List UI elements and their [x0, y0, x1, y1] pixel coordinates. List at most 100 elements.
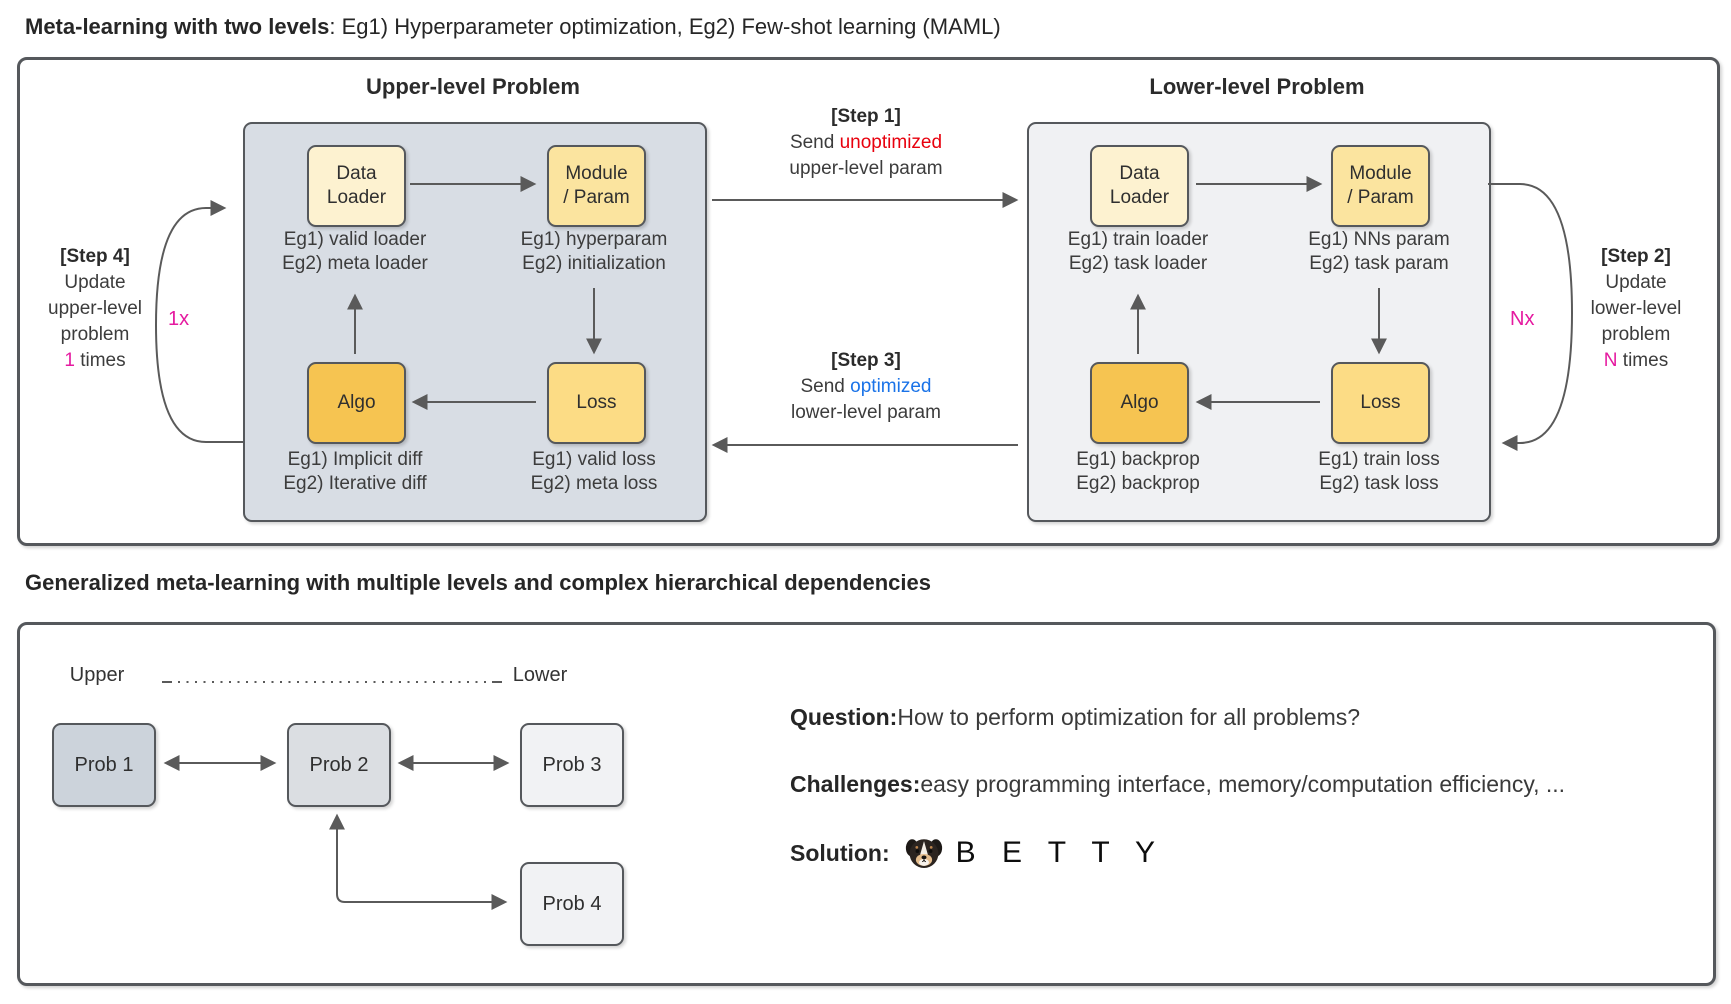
node-label-line2: Loader	[1109, 187, 1170, 208]
prob2-node: Prob 2	[287, 723, 391, 807]
page-title-rest: : Eg1) Hyperparameter optimization, Eg2)…	[329, 14, 1001, 39]
lower-module-eg: Eg1) NNs param Eg2) task param	[1269, 228, 1489, 276]
node-label: Loss	[1360, 392, 1401, 414]
eg2-line: Eg2) meta loader	[282, 253, 428, 274]
node-label: Loss	[576, 392, 617, 414]
step4-line1: Update	[64, 272, 126, 293]
step3-line1: Send optimized	[746, 374, 986, 400]
eg1-line: Eg1) hyperparam	[520, 229, 668, 250]
step3-title: [Step 3]	[831, 350, 901, 371]
challenges-row: Challenges: easy programming interface, …	[790, 771, 1565, 798]
upper-loop-count-label: 1x	[168, 308, 190, 330]
challenges-text: easy programming interface, memory/compu…	[920, 771, 1566, 797]
question-text: How to perform optimization for all prob…	[897, 704, 1361, 730]
step4-highlight: 1	[64, 350, 75, 371]
lower-side-label: Lower	[512, 664, 568, 686]
lower-data-loader-node: Data Loader	[1090, 145, 1189, 227]
prob-label: Prob 4	[542, 892, 602, 915]
lower-algo-node: Algo	[1090, 362, 1189, 444]
node-label-line1: Module	[565, 163, 628, 185]
betty-dog-icon	[904, 833, 944, 873]
lower-loop-count-label: Nx	[1510, 308, 1535, 330]
eg2-line: Eg2) meta loss	[530, 473, 658, 494]
prob-label: Prob 3	[542, 753, 602, 776]
prob1-node: Prob 1	[52, 723, 156, 807]
eg1-line: Eg1) train loss	[1318, 449, 1440, 470]
step2-title: [Step 2]	[1601, 246, 1671, 267]
node-label-line1: Data	[1119, 163, 1160, 185]
generalized-panel	[17, 622, 1716, 986]
lower-loss-node: Loss	[1331, 362, 1430, 444]
step1-line1-pre: Send	[789, 132, 840, 153]
step3-line2: lower-level param	[791, 402, 941, 423]
node-label: Module / Param	[1347, 162, 1414, 210]
question-label: Question:	[790, 704, 898, 730]
upper-data-loader-node: Data Loader	[307, 145, 406, 227]
lower-loss-eg: Eg1) train loss Eg2) task loss	[1269, 448, 1489, 496]
eg2-line: Eg2) task param	[1309, 253, 1449, 274]
upper-loss-node: Loss	[547, 362, 646, 444]
step3-block: [Step 3] Send optimized lower-level para…	[746, 348, 986, 426]
node-label-line1: Module	[1349, 163, 1412, 185]
betty-logotype: B E T T Y	[955, 836, 1164, 869]
upper-algo-node: Algo	[307, 362, 406, 444]
eg1-line: Eg1) NNs param	[1308, 229, 1450, 250]
upper-module-eg: Eg1) hyperparam Eg2) initialization	[484, 228, 704, 276]
eg1-line: Eg1) valid loader	[283, 229, 427, 250]
prob-label: Prob 2	[309, 753, 369, 776]
question-row: Question: How to perform optimization fo…	[790, 704, 1360, 731]
upper-data-loader-eg: Eg1) valid loader Eg2) meta loader	[245, 228, 465, 276]
lower-data-loader-eg: Eg1) train loader Eg2) task loader	[1028, 228, 1248, 276]
solution-label: Solution:	[790, 839, 890, 866]
step2-highlight: N	[1603, 350, 1618, 371]
step1-line1: Send unoptimized	[746, 130, 986, 156]
upper-algo-eg: Eg1) Implicit diff Eg2) Iterative diff	[245, 448, 465, 496]
lower-module-param-node: Module / Param	[1331, 145, 1430, 227]
eg1-line: Eg1) Implicit diff	[287, 449, 423, 470]
step1-block: [Step 1] Send unoptimized upper-level pa…	[746, 104, 986, 182]
step2-line4: N times	[1566, 348, 1706, 374]
eg2-line: Eg2) task loader	[1068, 253, 1208, 274]
node-label-line2: / Param	[1347, 187, 1414, 208]
step2-line4-rest: times	[1617, 350, 1669, 371]
upper-loss-eg: Eg1) valid loss Eg2) meta loss	[484, 448, 704, 496]
step2-line3: problem	[1601, 324, 1671, 345]
solution-row: Solution: B E T T Y	[790, 833, 1164, 873]
generalized-section-title: Generalized meta-learning with multiple …	[25, 570, 931, 595]
step4-line4: 1 times	[25, 348, 165, 374]
eg1-line: Eg1) backprop	[1076, 449, 1200, 470]
lower-problem-title: Lower-level Problem	[1149, 74, 1365, 99]
upper-side-label: Upper	[69, 664, 125, 686]
page-title-bold: Meta-learning with two levels	[25, 14, 330, 39]
node-label-line2: Loader	[326, 187, 387, 208]
step1-title: [Step 1]	[831, 106, 901, 127]
node-label-line2: / Param	[563, 187, 630, 208]
step2-line1: Update	[1605, 272, 1667, 293]
step3-highlight: optimized	[850, 376, 932, 397]
eg2-line: Eg2) Iterative diff	[283, 473, 427, 494]
prob4-node: Prob 4	[520, 862, 624, 946]
step4-block: [Step 4] Update upper-level problem 1 ti…	[25, 244, 165, 374]
node-label: Data Loader	[1110, 162, 1169, 210]
step1-highlight: unoptimized	[839, 132, 943, 153]
eg2-line: Eg2) backprop	[1076, 473, 1200, 494]
prob-label: Prob 1	[74, 753, 134, 776]
upper-module-param-node: Module / Param	[547, 145, 646, 227]
step4-line2: upper-level	[48, 298, 142, 319]
step4-line3: problem	[60, 324, 130, 345]
node-label-line1: Data	[336, 163, 377, 185]
eg2-line: Eg2) initialization	[522, 253, 666, 274]
step4-line4-rest: times	[74, 350, 126, 371]
step3-line1-pre: Send	[800, 376, 851, 397]
eg2-line: Eg2) task loss	[1319, 473, 1439, 494]
node-label: Data Loader	[327, 162, 386, 210]
lower-algo-eg: Eg1) backprop Eg2) backprop	[1028, 448, 1248, 496]
step1-line2: upper-level param	[789, 158, 943, 179]
node-label: Module / Param	[563, 162, 630, 210]
step4-title: [Step 4]	[60, 246, 130, 267]
challenges-label: Challenges:	[790, 771, 921, 797]
page-title: Meta-learning with two levels: Eg1) Hype…	[25, 14, 1001, 40]
eg1-line: Eg1) valid loss	[532, 449, 656, 470]
node-label: Algo	[1120, 392, 1159, 414]
node-label: Algo	[337, 392, 376, 414]
